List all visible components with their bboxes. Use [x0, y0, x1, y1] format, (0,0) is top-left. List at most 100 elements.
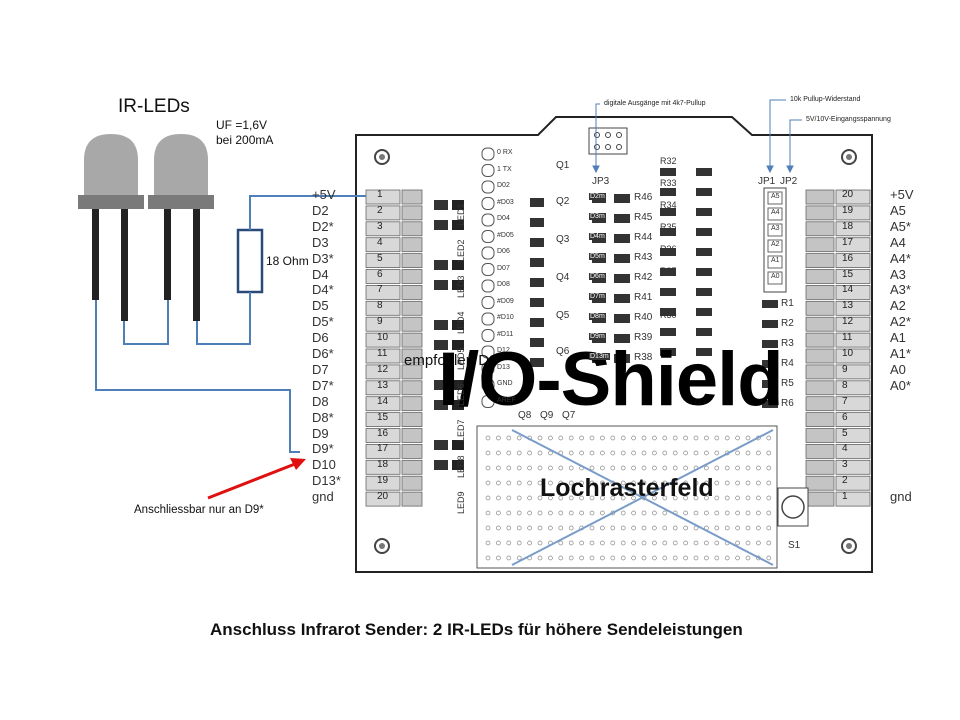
right-terminal-17: [835, 443, 871, 459]
left-terminal-16: [365, 428, 401, 443]
led-label: LED4: [456, 311, 466, 334]
led-label: LED5: [456, 347, 466, 370]
left-terminal-15: [365, 412, 401, 428]
header-pin: [481, 296, 495, 309]
led-label: LED7: [456, 419, 466, 442]
right-terminal-12: [835, 364, 871, 380]
left-terminal-13: [365, 380, 401, 396]
s1-label: S1: [788, 540, 801, 551]
right-terminal-9: [835, 316, 871, 332]
led-label: LED8: [456, 455, 466, 478]
left-pin-number: 7: [377, 284, 383, 296]
left-pin-number: 10: [377, 332, 389, 344]
right-pin-number: 5: [842, 427, 848, 439]
diode-label: D9m: [589, 333, 606, 340]
right-pin-label: A3: [890, 266, 906, 282]
jp1-pin-label: A1: [771, 257, 780, 264]
left-pin-label: +5V: [312, 187, 336, 202]
header-pin-label: #D09: [497, 297, 514, 305]
header-pin: [481, 246, 495, 260]
right-pin-number: 17: [842, 236, 854, 248]
left-pin-label: D2: [312, 202, 329, 218]
mount-hole-br: [841, 538, 857, 554]
jp1-pin-label: A5: [771, 193, 780, 200]
header-pin: [481, 263, 495, 276]
header-pin: [481, 362, 495, 375]
right-pin-label: A5*: [890, 218, 911, 234]
resistor-label: R5: [781, 378, 794, 389]
left-pin-number: 9: [377, 316, 383, 328]
header-pin-label: #D10: [497, 314, 514, 321]
left-pin-label: D13*: [312, 473, 341, 489]
ir-led-1: [78, 134, 144, 321]
jp2-label: JP2: [780, 176, 798, 187]
left-terminal-14: [365, 396, 401, 412]
left-terminal-10: [365, 332, 401, 348]
left-terminal-17: [365, 443, 401, 459]
right-pin-label: A2: [890, 298, 906, 314]
jp3-label: JP3: [592, 176, 610, 187]
jp1-pin-label: A3: [771, 225, 780, 232]
left-terminal-20: [365, 491, 401, 507]
left-pin-label: D3: [312, 234, 329, 250]
right-terminal-10: [835, 332, 871, 348]
left-terminal-8: [365, 300, 401, 316]
right-pin-number: 6: [842, 411, 848, 423]
resistor-label: R4: [781, 358, 794, 369]
header-pin-label: #D11: [497, 330, 514, 338]
shield-title: I/O-Shield: [438, 337, 784, 422]
led-label: LED3: [456, 275, 466, 298]
resistor-18-ohm: [236, 228, 264, 294]
left-terminal-11: [365, 348, 401, 364]
left-pin-number: 4: [377, 236, 383, 248]
right-terminal-14: [835, 396, 871, 412]
resistor-label: R1: [781, 298, 794, 309]
resistor-label: R31: [660, 288, 677, 298]
left-pin-label: D8*: [312, 409, 334, 425]
right-terminal-4: [835, 237, 871, 253]
left-pin-number: 14: [377, 395, 389, 407]
right-terminal-18: [835, 459, 871, 475]
left-pin-label: D5: [312, 298, 329, 314]
left-pin-label: D3*: [312, 250, 334, 266]
left-terminal-19: [365, 475, 401, 491]
resistor-label: 18 Ohm: [266, 254, 309, 268]
led-label: LED1: [456, 203, 466, 226]
resistor-label: R6: [781, 398, 794, 409]
right-pin-number: 12: [842, 316, 854, 328]
right-pin-label: gnd: [890, 489, 912, 505]
right-terminal-5: [835, 253, 871, 269]
left-pin-label: D7: [312, 361, 329, 377]
header-pin: [481, 395, 495, 408]
left-pin-number: 13: [377, 379, 389, 391]
left-pin-label: D4: [312, 266, 329, 282]
header-pin-label: D12: [497, 347, 510, 354]
q8-label: Q8: [518, 410, 532, 421]
header-pin: [481, 213, 495, 227]
right-pin-label: A4*: [890, 250, 911, 266]
right-pin-number: 11: [842, 332, 853, 344]
resistor-label: R30: [660, 310, 677, 320]
header-pin: [481, 147, 495, 161]
right-pin-label: A1*: [890, 346, 911, 361]
left-pin-number: 5: [377, 252, 383, 264]
right-terminal-11: [835, 348, 871, 364]
left-terminal-4: [365, 237, 401, 253]
right-terminal-13: [835, 380, 871, 396]
resistor-label: R46: [634, 192, 653, 203]
resistor-label: R2: [781, 318, 794, 329]
left-pin-label: D2*: [312, 218, 334, 234]
right-pin-number: 1: [842, 491, 848, 503]
caption: Anschluss Infrarot Sender: 2 IR-LEDs für…: [210, 620, 743, 639]
header-pin: [481, 378, 495, 392]
ir-leds-title: IR-LEDs: [118, 96, 190, 117]
q4-label: Q4: [556, 272, 570, 283]
resistor-label: R39: [634, 332, 653, 343]
header-pin: [481, 230, 495, 243]
right-pin-number: 4: [842, 443, 848, 455]
left-pin-number: 18: [377, 459, 389, 471]
right-pin-number: 20: [842, 189, 854, 200]
q6-label: Q6: [556, 346, 570, 357]
header-pin: [481, 312, 495, 326]
header-pin-label: D06: [497, 248, 510, 255]
